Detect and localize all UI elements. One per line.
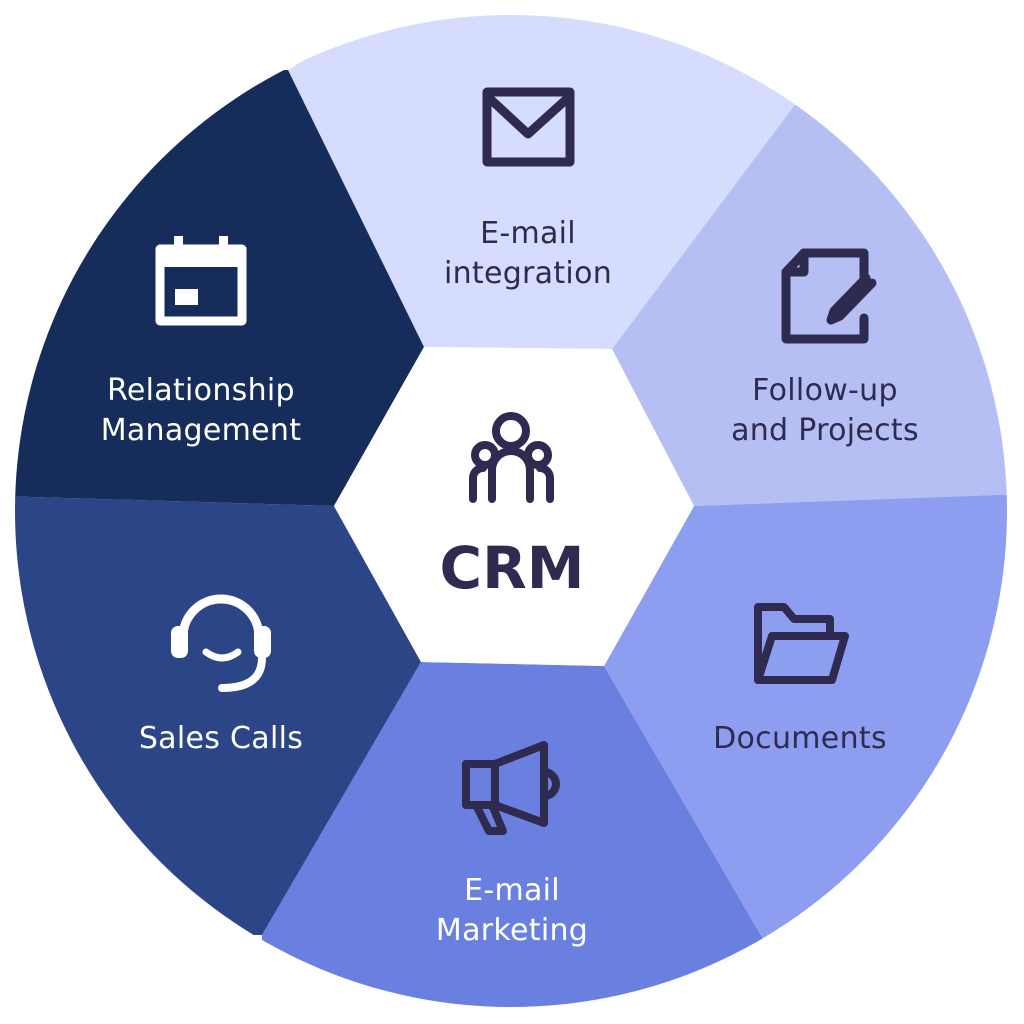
segment-label-sales-calls: Sales Calls <box>139 721 303 756</box>
headset-icon <box>171 594 271 692</box>
segment-email-integration <box>288 15 800 349</box>
segment-email-marketing <box>262 662 763 1007</box>
segment-label-email-integration-line2: integration <box>444 256 612 291</box>
segment-label-email-integration-line1: E-mail <box>480 216 576 251</box>
envelope-icon <box>482 87 575 167</box>
segment-label-relationship-management-line2: Management <box>101 413 302 448</box>
team-icon <box>469 412 554 503</box>
segment-label-email-marketing-line2: Marketing <box>436 913 588 948</box>
calendar-icon <box>155 236 247 326</box>
edit-document-icon <box>781 248 877 344</box>
segment-label-documents: Documents <box>713 721 887 756</box>
segment-label-email-marketing-line1: E-mail <box>464 873 560 908</box>
center-hexagon <box>334 347 694 666</box>
folder-icon <box>754 603 849 684</box>
segment-label-follow-up-projects-line1: Follow-up <box>752 373 898 408</box>
segment-label-relationship-management-line1: Relationship <box>107 373 295 408</box>
segment-label-follow-up-projects-line2: and Projects <box>731 413 919 448</box>
megaphone-icon <box>462 741 560 835</box>
center-label: CRM <box>440 534 585 602</box>
